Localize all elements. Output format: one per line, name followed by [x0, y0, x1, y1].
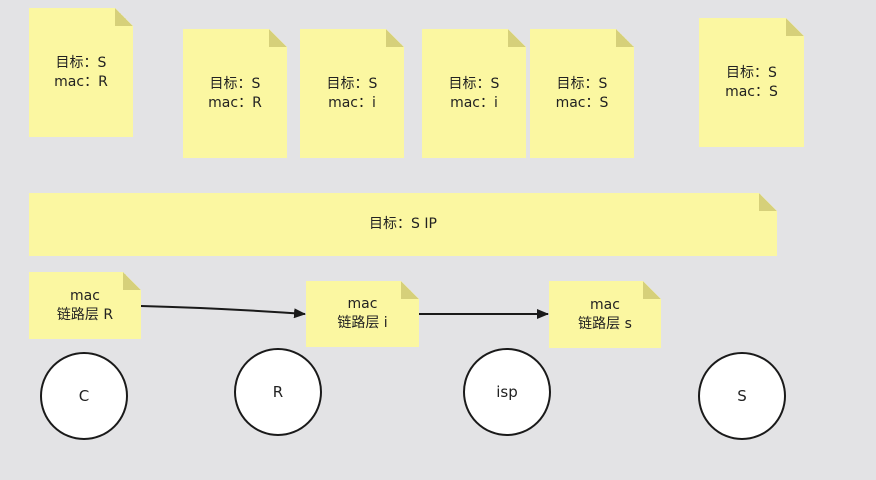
note-3-target: 目标：S: [326, 75, 378, 92]
node-isp-label: isp: [496, 383, 518, 401]
node-c: C: [40, 352, 128, 440]
node-r: R: [234, 348, 322, 436]
ip-bar: 目标：S IP: [29, 193, 777, 256]
link-note-3-mac: mac: [590, 296, 620, 313]
link-note-3-layer: 链路层 s: [578, 315, 632, 332]
note-2-target: 目标：S: [209, 75, 261, 92]
node-c-label: C: [78, 387, 90, 405]
node-r-label: R: [272, 383, 284, 401]
node-s-label: S: [737, 387, 747, 405]
link-note-1-layer: 链路层 R: [56, 306, 114, 323]
note-4-target: 目标：S: [448, 75, 500, 92]
ip-bar-text: 目标：S IP: [369, 216, 437, 232]
link-note-2-mac: mac: [347, 296, 378, 312]
note-5: 目标：S mac：S: [530, 29, 634, 158]
note-6: 目标：S mac：S: [699, 18, 804, 147]
link-note-1: mac 链路层 R: [29, 272, 141, 339]
note-2-mac: mac：R: [208, 94, 262, 111]
note-4: 目标：S mac：i: [422, 29, 526, 158]
note-3-mac: mac：i: [328, 94, 376, 111]
node-s: S: [698, 352, 786, 440]
note-6-mac: mac：S: [725, 83, 778, 100]
arrow-r-to-i: [140, 305, 306, 319]
note-1-mac: mac：R: [54, 73, 108, 90]
note-1: 目标：S mac：R: [29, 8, 133, 137]
note-5-mac: mac：S: [555, 94, 609, 111]
node-isp: isp: [463, 348, 551, 436]
link-note-3: mac 链路层 s: [549, 281, 661, 348]
note-6-target: 目标：S: [726, 64, 777, 81]
note-2: 目标：S mac：R: [183, 29, 287, 158]
link-note-2-layer: 链路层 i: [337, 315, 388, 331]
link-note-2: mac 链路层 i: [306, 281, 419, 347]
note-1-target: 目标：S: [55, 54, 107, 71]
note-4-mac: mac：i: [450, 94, 498, 111]
note-5-target: 目标：S: [556, 75, 608, 92]
note-3: 目标：S mac：i: [300, 29, 404, 158]
link-note-1-mac: mac: [70, 287, 100, 304]
